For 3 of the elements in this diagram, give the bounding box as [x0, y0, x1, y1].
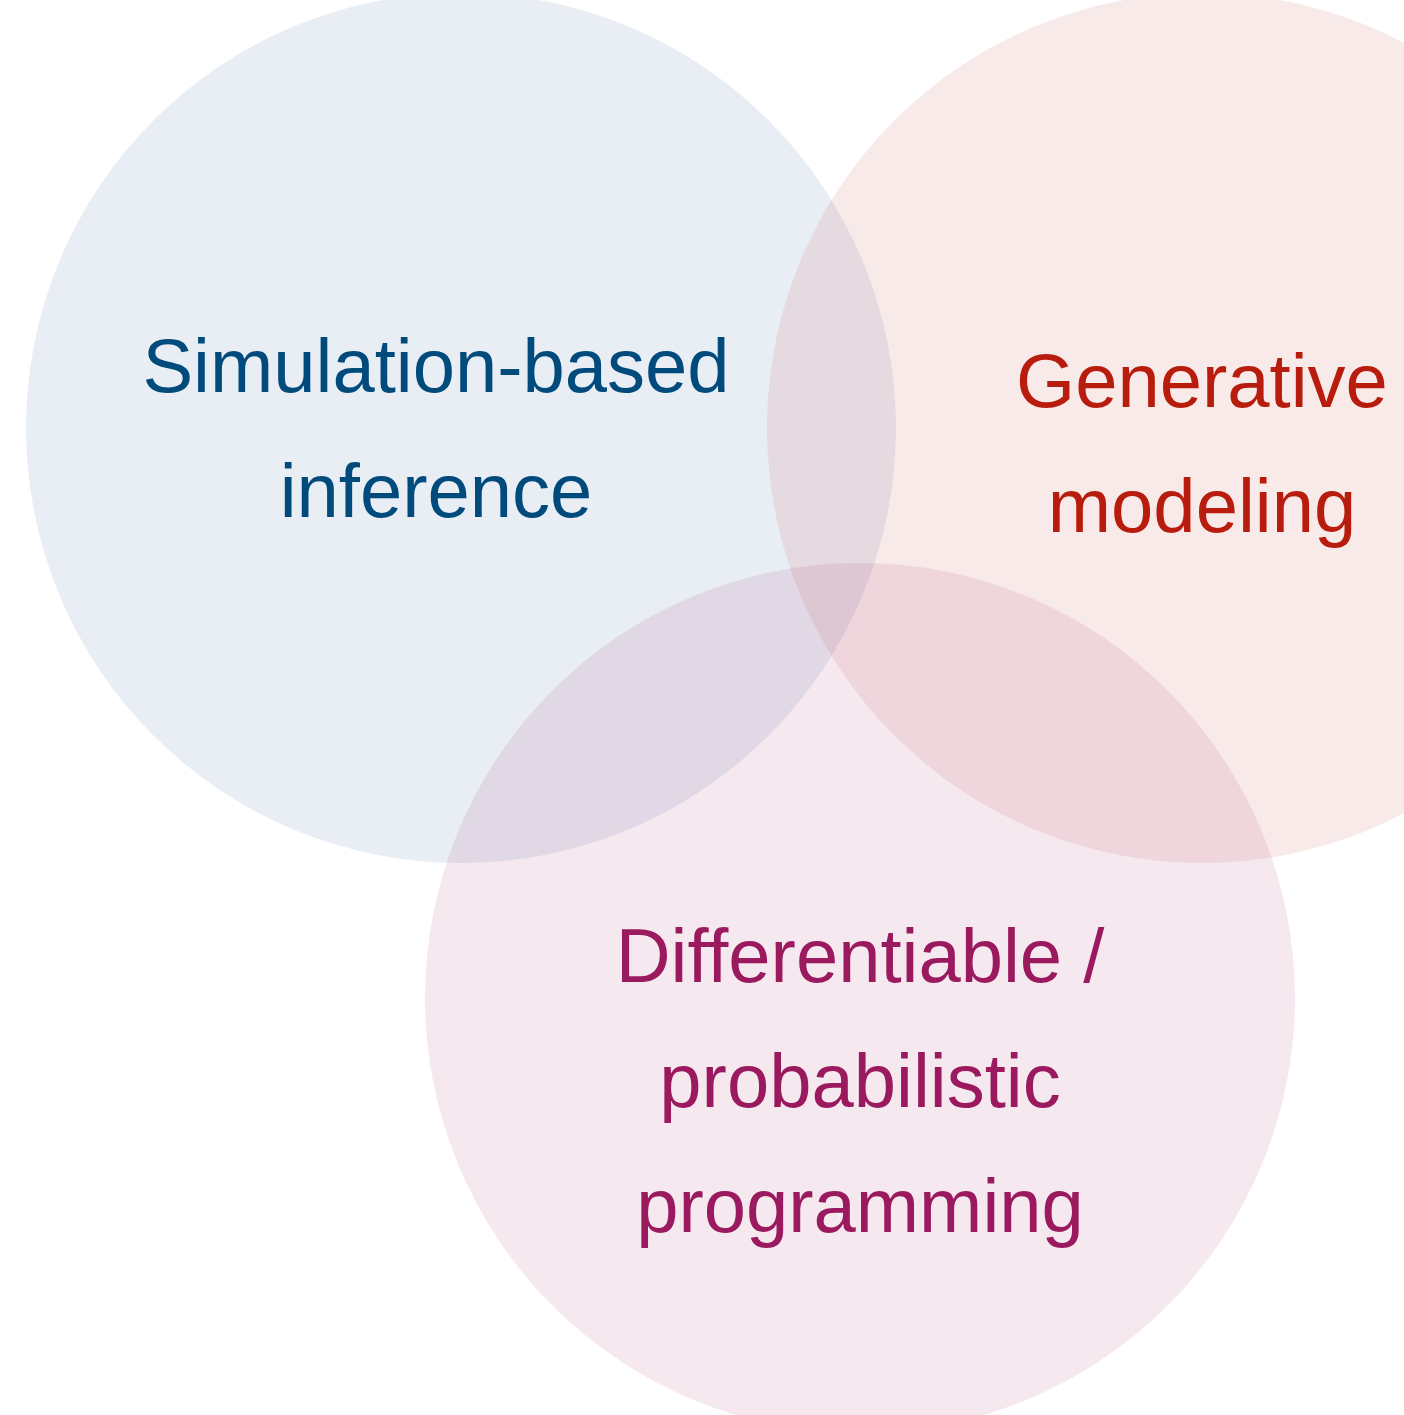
circle-label: Generative modeling: [1015, 337, 1389, 550]
circle-label: Simulation-based inference: [141, 322, 731, 535]
circle-label: Differentiable / probabilistic programming: [614, 912, 1106, 1250]
